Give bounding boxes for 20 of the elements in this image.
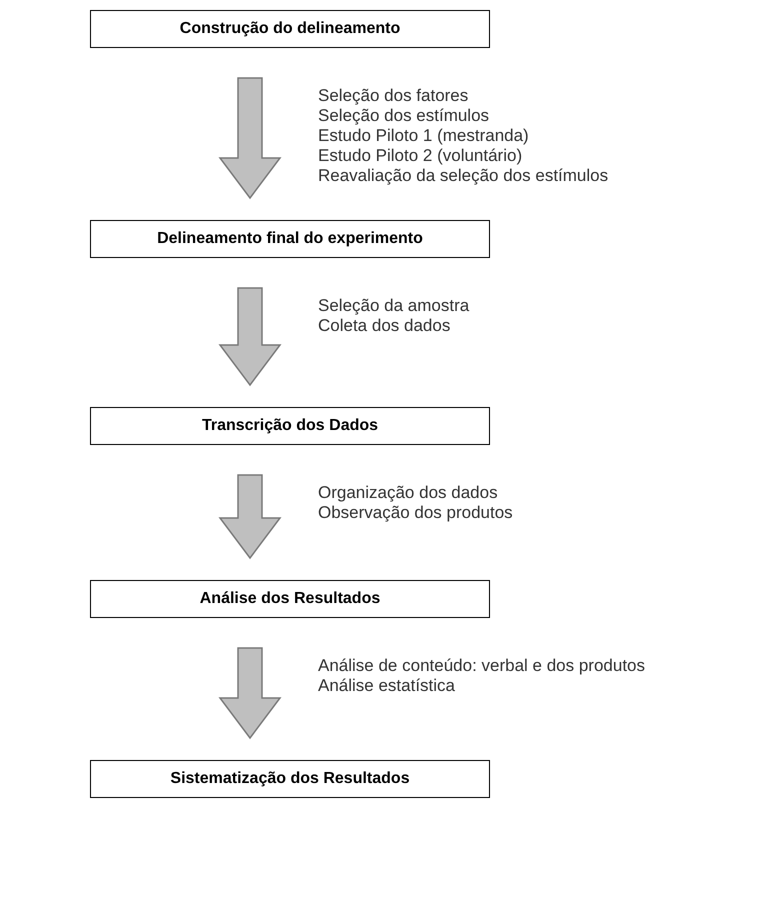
step-note: Coleta dos dados: [318, 316, 450, 336]
step-note: Análise estatística: [318, 676, 456, 696]
process-box: Análise dos Resultados: [90, 580, 490, 618]
step-note: Análise de conteúdo: verbal e dos produtos: [318, 656, 646, 676]
step-note: Estudo Piloto 1 (mestranda): [318, 126, 529, 146]
process-box: Transcrição dos Dados: [90, 407, 490, 445]
block-arrow: [218, 474, 282, 560]
step-note: Reavaliação da seleção dos estímulos: [318, 166, 608, 186]
process-box: Delineamento final do experimento: [90, 220, 490, 258]
step-note: Estudo Piloto 2 (voluntário): [318, 146, 522, 166]
step-note: Organização dos dados: [318, 483, 498, 503]
step-note: Observação dos produtos: [318, 503, 513, 523]
process-box: Sistematização dos Resultados: [90, 760, 490, 798]
block-arrow: [218, 77, 282, 200]
step-note: Seleção dos estímulos: [318, 106, 490, 126]
step-note: Seleção da amostra: [318, 296, 470, 316]
block-arrow: [218, 647, 282, 740]
block-arrow: [218, 287, 282, 386]
step-note: Seleção dos fatores: [318, 86, 468, 106]
process-box: Construção do delineamento: [90, 10, 490, 48]
